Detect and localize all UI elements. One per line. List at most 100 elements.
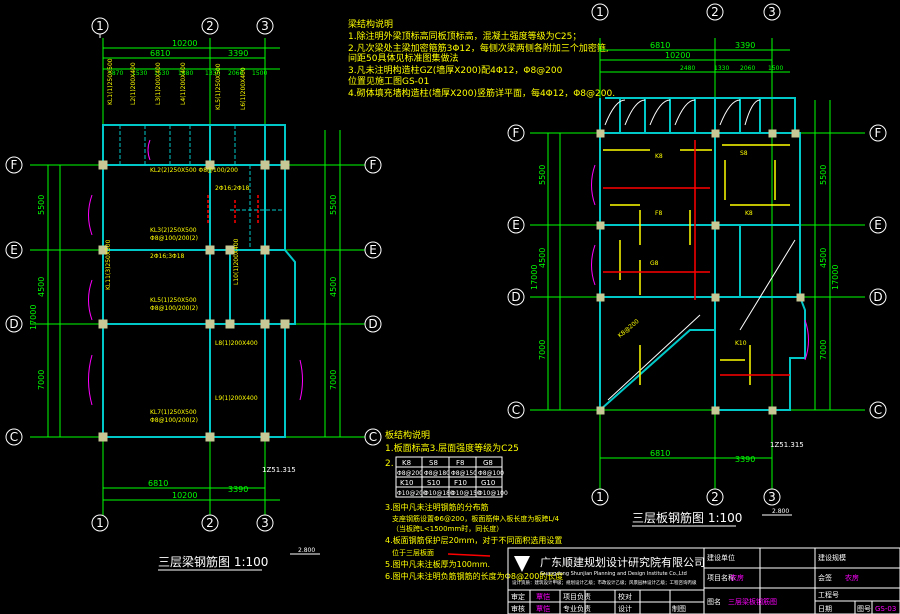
left-axis-2-top: 2	[206, 19, 214, 33]
svg-text:日期: 日期	[818, 605, 832, 613]
right-axis-C-right: C	[874, 403, 882, 417]
svg-text:2.: 2.	[385, 459, 394, 469]
svg-text:5500: 5500	[819, 165, 828, 185]
svg-text:1.板面标高3.层面强度等级为C25: 1.板面标高3.层面强度等级为C25	[385, 442, 519, 454]
slab-notes: 板结构说明 1.板面标高3.层面强度等级为C25 2. K8 S8 F8 G8 …	[385, 429, 563, 581]
svg-text:17000: 17000	[29, 305, 38, 330]
svg-text:农房: 农房	[845, 573, 859, 582]
svg-text:L8(1)200X400: L8(1)200X400	[215, 340, 258, 347]
svg-text:项目负责: 项目负责	[563, 592, 591, 601]
left-axis-3-top: 3	[261, 19, 269, 33]
svg-text:K10: K10	[735, 340, 747, 347]
svg-text:6810: 6810	[650, 41, 670, 50]
svg-text:2480: 2480	[680, 65, 695, 72]
svg-text:6810: 6810	[148, 479, 168, 488]
right-axis-3-bottom: 3	[768, 490, 776, 504]
svg-text:校对: 校对	[618, 592, 632, 601]
svg-text:Φ8@100/200(2): Φ8@100/200(2)	[150, 235, 198, 242]
svg-text:2060: 2060	[228, 70, 243, 77]
svg-text:农房: 农房	[730, 573, 744, 582]
svg-text:7000: 7000	[538, 340, 547, 360]
svg-text:Φ8@100: Φ8@100	[478, 470, 504, 477]
svg-text:10200: 10200	[665, 51, 690, 60]
left-axis-F-right: F	[370, 158, 377, 172]
svg-text:K8@200: K8@200	[617, 318, 641, 340]
svg-text:设计资质：建筑设计甲级；规划设计乙级；市政设计乙级；风景园林: 设计资质：建筑设计甲级；规划设计乙级；市政设计乙级；风景园林设计乙级；工程咨询丙…	[512, 579, 697, 586]
svg-text:间距50具体见标准图集做法: 间距50具体见标准图集做法	[348, 52, 458, 64]
left-dim-top-b: 3390	[228, 49, 248, 58]
svg-text:2060: 2060	[740, 65, 755, 72]
right-plan: 6810 3390 10200 2480 1330 2060 1500 5500…	[507, 3, 887, 527]
left-axis-E-left: E	[10, 243, 18, 257]
right-plan-title: 三层板钢筋图 1:100	[632, 510, 742, 525]
svg-text:工程号: 工程号	[818, 590, 839, 599]
svg-text:S8: S8	[740, 150, 748, 157]
left-axis-E-right: E	[369, 243, 377, 257]
svg-text:1530: 1530	[154, 70, 169, 77]
svg-text:Guangdong Shunjian Planning an: Guangdong Shunjian Planning and Design I…	[540, 571, 687, 577]
svg-text:Φ10@180: Φ10@180	[424, 490, 454, 497]
svg-text:审核: 审核	[511, 604, 525, 613]
svg-text:覃恺: 覃恺	[536, 604, 550, 613]
right-axis-1-top: 1	[596, 5, 604, 19]
svg-text:KL5(1)250X500: KL5(1)250X500	[150, 297, 197, 304]
svg-text:4500: 4500	[37, 277, 46, 297]
svg-text:专业负责: 专业负责	[563, 604, 591, 613]
svg-text:Φ10@200: Φ10@200	[397, 490, 427, 497]
svg-text:L9(1)200X400: L9(1)200X400	[215, 395, 258, 402]
left-dim-total: 10200	[172, 39, 197, 48]
svg-text:5500: 5500	[329, 195, 338, 215]
svg-text:2.800: 2.800	[298, 547, 315, 554]
svg-text:覃恺: 覃恺	[536, 592, 550, 601]
title-block: 广东顺建规划设计研究院有限公司 Guangdong Shunjian Plann…	[507, 547, 900, 614]
svg-text:6810: 6810	[650, 449, 670, 458]
svg-text:1500: 1500	[252, 70, 267, 77]
drawing-name: 三层梁板钢筋图	[728, 597, 777, 606]
svg-text:K10: K10	[400, 479, 414, 487]
svg-text:Φ8@180: Φ8@180	[424, 470, 450, 477]
svg-text:4500: 4500	[329, 277, 338, 297]
company-name: 广东顺建规划设计研究院有限公司	[540, 555, 705, 569]
left-plan-title: 三层梁钢筋图 1:100	[158, 554, 268, 569]
svg-text:图号: 图号	[857, 605, 871, 613]
svg-text:4500: 4500	[538, 248, 547, 268]
svg-text:3.凡未注明构造柱GZ(墙厚X200)配4Φ12，Φ8@20: 3.凡未注明构造柱GZ(墙厚X200)配4Φ12，Φ8@200	[348, 64, 563, 76]
svg-text:图名: 图名	[707, 597, 721, 606]
svg-text:7000: 7000	[329, 370, 338, 390]
right-axis-2-bottom: 2	[711, 490, 719, 504]
svg-text:2Φ16;3Φ18: 2Φ16;3Φ18	[150, 253, 185, 260]
svg-text:5500: 5500	[37, 195, 46, 215]
company-logo-icon	[514, 556, 530, 572]
svg-text:1880: 1880	[178, 70, 193, 77]
svg-text:1330: 1330	[714, 65, 729, 72]
svg-text:5.图中凡未注板厚为100mm.: 5.图中凡未注板厚为100mm.	[385, 559, 490, 569]
svg-text:10200: 10200	[172, 491, 197, 500]
svg-text:K8: K8	[402, 459, 411, 467]
svg-text:项目名称: 项目名称	[707, 573, 735, 582]
svg-text:7000: 7000	[819, 340, 828, 360]
svg-text:17000: 17000	[831, 265, 840, 290]
right-axis-E-left: E	[512, 218, 520, 232]
svg-text:制图: 制图	[672, 604, 686, 613]
left-axis-2-bottom: 2	[206, 516, 214, 530]
svg-text:4.砌体填充墙构造柱(墙厚X200)竖筋详平面，每4Φ12，: 4.砌体填充墙构造柱(墙厚X200)竖筋详平面，每4Φ12，Φ8@200.	[348, 87, 615, 99]
left-axis-1-top: 1	[96, 19, 104, 33]
left-axis-D-left: D	[9, 317, 18, 331]
svg-text:1500: 1500	[768, 65, 783, 72]
right-axis-C-left: C	[512, 403, 520, 417]
svg-text:1530: 1530	[132, 70, 147, 77]
svg-text:F8: F8	[456, 459, 464, 467]
svg-text:L10(1)200X400: L10(1)200X400	[233, 238, 240, 285]
svg-text:6.图中凡未注明负筋钢筋的长度为Φ8@200的长度: 6.图中凡未注明负筋钢筋的长度为Φ8@200的长度	[385, 571, 563, 581]
left-elevation: 1Z51.315	[262, 466, 296, 474]
svg-text:3.图中凡未注明钢筋的分布筋: 3.图中凡未注明钢筋的分布筋	[385, 502, 489, 512]
right-axis-D-right: D	[873, 290, 882, 304]
svg-text:17000: 17000	[530, 265, 539, 290]
svg-text:F10: F10	[454, 479, 467, 487]
left-axis-F-left: F	[11, 158, 18, 172]
left-axis-C-left: C	[10, 430, 18, 444]
svg-text:设计: 设计	[618, 604, 632, 613]
left-axis-D-right: D	[368, 317, 377, 331]
right-axis-F-left: F	[513, 126, 520, 140]
